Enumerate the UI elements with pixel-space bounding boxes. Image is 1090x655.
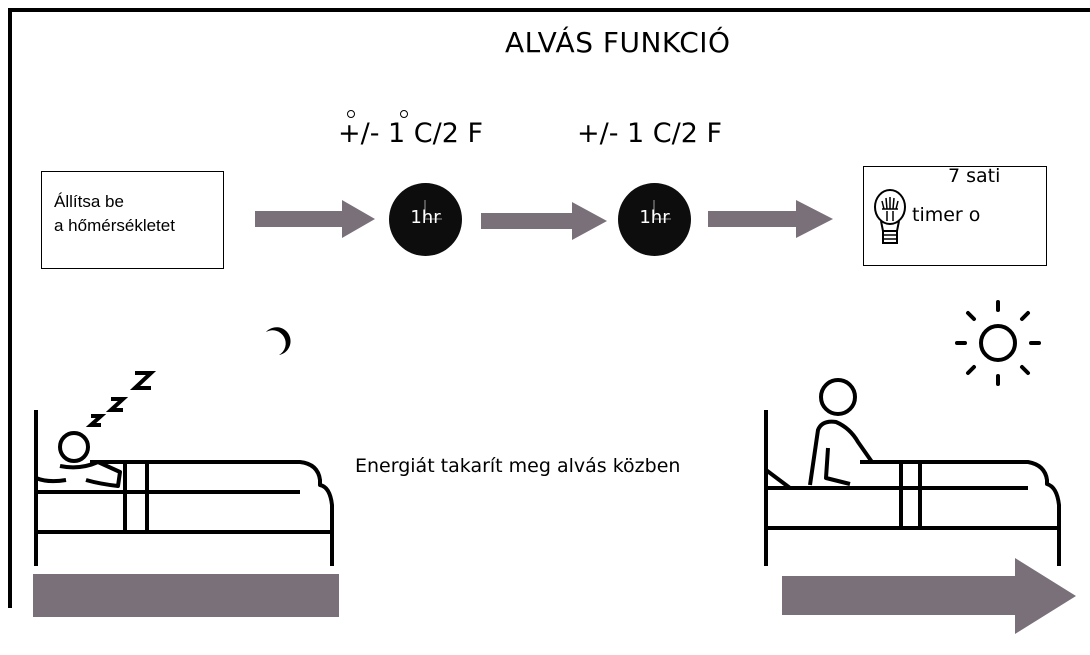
frame-top-border xyxy=(8,8,1090,12)
flow-arrow xyxy=(708,200,833,238)
flow-arrow xyxy=(481,202,607,240)
clock-icon: 1hr xyxy=(389,183,462,256)
set-temperature-box: Állítsa be a hőmérsékletet xyxy=(41,171,224,269)
timer-box: 7 sati timer o xyxy=(863,165,1047,266)
flow-arrow xyxy=(782,558,1076,634)
light-bulb-icon xyxy=(874,189,906,244)
temp-step-label-1: +/- 1 C/2 F xyxy=(338,118,483,149)
clock-icon: 1hr xyxy=(618,183,691,256)
flow-arrow xyxy=(255,200,375,238)
clock-hand xyxy=(653,200,655,220)
clock-1-label: 1hr xyxy=(410,207,441,228)
set-temperature-line-2: a hőmérsékletet xyxy=(54,216,175,235)
temp-step-label-2: +/- 1 C/2 F xyxy=(577,118,722,149)
temp-step-text-1: +/- 1 C/2 F xyxy=(338,118,484,149)
timer-line-2: timer o xyxy=(912,204,981,226)
set-temperature-line-1: Állítsa be xyxy=(54,192,124,211)
frame-left-border xyxy=(8,8,12,608)
timer-line-1: 7 sati xyxy=(948,165,1001,187)
temp-step-text-2: +/- 1 C/2 F xyxy=(577,118,723,149)
diagram-title: ALVÁS FUNKCIÓ xyxy=(505,26,731,59)
timeline-bar xyxy=(33,574,339,617)
clock-hand xyxy=(653,218,671,220)
degree-mark xyxy=(400,110,408,118)
clock-hand xyxy=(424,218,442,220)
clock-2-label: 1hr xyxy=(639,207,670,228)
energy-caption: Energiát takarít meg alvás közben xyxy=(355,455,681,477)
clock-hand xyxy=(424,200,426,220)
degree-mark xyxy=(347,110,355,118)
